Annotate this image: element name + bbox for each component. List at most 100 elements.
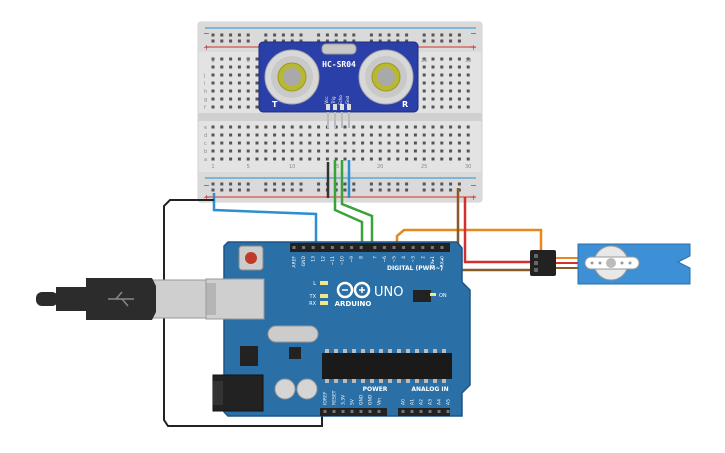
digital-pin-label: ~10	[340, 256, 346, 266]
digital-pin-label: 7	[372, 256, 378, 259]
digital-header	[290, 243, 450, 252]
sensor-r-label: R	[402, 100, 408, 109]
l-led	[320, 281, 328, 285]
wire-gnd-blue	[212, 193, 318, 248]
power-pin	[368, 410, 372, 413]
usb-cable-strain-relief	[56, 287, 88, 311]
digital-pin-label: 8	[359, 256, 365, 259]
digital-pin-label: ~3	[411, 256, 417, 263]
digital-pin	[350, 246, 354, 249]
l-led-label: L	[313, 281, 316, 287]
reset-button-cap	[245, 252, 257, 264]
power-pin	[359, 410, 363, 413]
breadboard-row-letter: j	[203, 73, 205, 79]
digital-pin	[392, 246, 396, 249]
sensor-t-label: T	[272, 100, 278, 109]
analog-pin-label: A0	[401, 399, 407, 405]
digital-pin-label: TX▸1	[430, 256, 436, 268]
power-label: POWER	[363, 386, 388, 393]
power-pin	[377, 410, 381, 413]
analog-pin	[437, 410, 441, 413]
sensor-pin	[347, 104, 351, 110]
transmitter-transducer	[264, 49, 320, 105]
digital-pin	[382, 246, 386, 249]
digital-pin	[321, 246, 325, 249]
digital-pin-label: GND	[301, 255, 307, 266]
wire-trig	[333, 160, 364, 248]
rail-plus-bottom-right: +	[470, 193, 477, 202]
breadboard-col-number: 30	[465, 164, 471, 170]
digital-pin	[430, 246, 434, 249]
breadboard-col-number: 10	[289, 164, 295, 170]
analog-pin-label: A2	[419, 399, 425, 405]
digital-pin-label: ~6	[382, 256, 388, 263]
analog-pin-label: A5	[446, 399, 452, 405]
power-pin-label: 5V	[350, 398, 356, 405]
wires	[163, 160, 543, 427]
digital-pin	[302, 246, 306, 249]
digital-pin-label: ~5	[392, 256, 398, 263]
breadboard-row-letter: c	[204, 141, 207, 147]
rail-plus-top: +	[203, 43, 210, 52]
analog-header	[398, 408, 450, 416]
digital-pin	[292, 246, 296, 249]
breadboard-col-number: 20	[377, 164, 383, 170]
wire-black-loop	[163, 199, 323, 427]
sensor-pin	[326, 104, 330, 110]
usb-cable-end	[36, 292, 58, 306]
sensor-pin	[340, 104, 344, 110]
rail-minus-top: −	[203, 29, 210, 38]
breadboard-col-number: 1	[211, 58, 214, 64]
digital-pin	[340, 246, 344, 249]
wire-echo	[340, 160, 374, 248]
tx-led	[320, 294, 328, 298]
sensor-pin-label: Gnd	[345, 95, 350, 104]
capacitor-2	[296, 378, 318, 400]
power-pin	[341, 410, 345, 413]
breadboard-col-number: 5	[247, 58, 250, 64]
analog-pin-label: A3	[428, 399, 434, 405]
analog-pin-label: A4	[437, 399, 443, 405]
digital-pin	[411, 246, 415, 249]
digital-pin-label: AREF	[292, 256, 298, 268]
servo-connector	[530, 250, 556, 276]
breadboard-row-letter: i	[204, 81, 205, 87]
rail-minus-bottom: −	[203, 181, 210, 190]
rail-plus-bottom: +	[203, 193, 210, 202]
power-pin-label: Vin	[377, 398, 383, 405]
analog-pin	[419, 410, 423, 413]
breadboard-row-letter: h	[204, 89, 207, 95]
analog-pin	[401, 410, 405, 413]
arduino-brand: ARDUINO	[335, 300, 372, 308]
power-pin-label: IOREF	[323, 391, 329, 405]
breadboard-row-letter: g	[204, 97, 207, 103]
sensor-model-label: HC-SR04	[322, 60, 356, 69]
analog-pin-label: A1	[410, 399, 416, 405]
arduino-model: UNO	[374, 285, 403, 300]
digital-pin	[330, 246, 334, 249]
rx-led	[320, 301, 328, 305]
digital-pin	[311, 246, 315, 249]
power-pin-label: 3.3V	[341, 394, 347, 405]
breadboard-col-number: 1	[211, 164, 214, 170]
analog-pin	[446, 410, 450, 413]
digital-pin-label: 13	[311, 256, 317, 262]
breadboard-row-letter: d	[204, 133, 207, 139]
digital-pin	[440, 246, 444, 249]
rail-plus-top-right: +	[470, 43, 477, 52]
rail-minus-top-right: −	[470, 29, 477, 38]
rx-led-label: RX	[309, 301, 316, 307]
breadboard-row-letter: f	[204, 105, 206, 111]
breadboard-col-number: 5	[247, 164, 250, 170]
sensor-legs	[327, 112, 350, 128]
crystal-oscillator	[321, 43, 357, 55]
analog-pin	[428, 410, 432, 413]
rail-minus-bottom-right: −	[470, 181, 477, 190]
digital-pin	[402, 246, 406, 249]
sensor-pin	[333, 104, 337, 110]
digital-pin-label: ~11	[330, 256, 336, 266]
sensor-pin-label: Trig	[331, 96, 336, 105]
